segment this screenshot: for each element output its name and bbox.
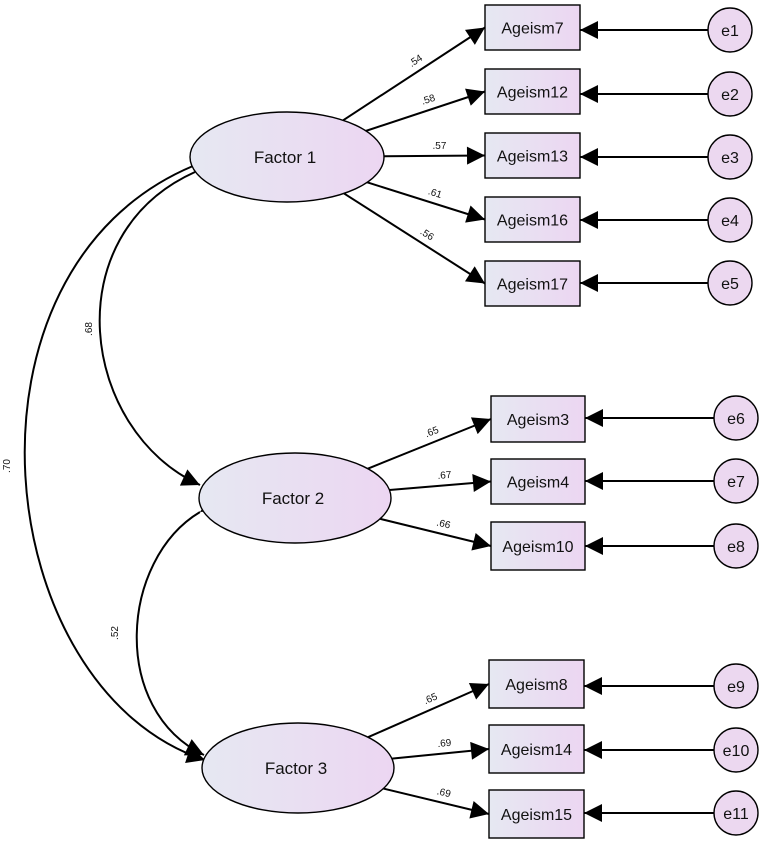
loading-arrow <box>389 474 492 492</box>
loading-label: .69 <box>437 738 452 750</box>
loading-label: .67 <box>437 470 452 482</box>
error-label: e8 <box>727 539 745 556</box>
loading-label: .54 <box>407 53 425 70</box>
error-circle <box>713 395 759 441</box>
indicator-box <box>488 724 585 774</box>
loading-label: .65 <box>423 425 440 441</box>
factor-label: Factor 3 <box>265 759 327 778</box>
loading-arrow <box>391 741 490 760</box>
error-label: e6 <box>727 411 745 428</box>
indicator-box <box>490 521 586 571</box>
factor-label: Factor 1 <box>254 148 316 167</box>
indicator-box <box>484 4 581 51</box>
error-circle <box>707 197 753 243</box>
indicator-label: Ageism17 <box>497 277 568 294</box>
indicator-label: Ageism4 <box>507 475 569 492</box>
indicator-label: Ageism13 <box>497 149 568 166</box>
loading-label: .57 <box>432 141 446 152</box>
indicator-label: Ageism8 <box>505 677 567 694</box>
correlation-arrow-f1-f2 <box>98 156 216 486</box>
loading-arrow <box>383 787 490 819</box>
indicator-box <box>488 789 585 839</box>
loading-label: .65 <box>422 691 440 707</box>
error-label: e3 <box>721 150 739 167</box>
nodes-layer <box>189 4 759 839</box>
error-circle <box>707 71 753 117</box>
loading-label: .58 <box>420 93 437 108</box>
factor-ellipse-f3 <box>201 722 395 814</box>
indicator-label: Ageism14 <box>501 742 572 759</box>
loading-arrow <box>379 517 492 551</box>
loading-arrow <box>343 192 486 285</box>
correlation-label: .70 <box>2 459 13 473</box>
indicator-label: Ageism3 <box>507 412 569 429</box>
error-label: e4 <box>721 213 739 230</box>
factor-ellipse-f2 <box>198 452 392 544</box>
loading-arrow <box>365 88 486 132</box>
indicator-box <box>488 659 585 709</box>
indicator-box <box>490 395 586 443</box>
loading-arrow <box>367 683 490 739</box>
loading-arrow <box>342 26 486 122</box>
loading-label: .56 <box>418 227 436 244</box>
error-circle <box>713 663 759 709</box>
correlation-label: .52 <box>110 626 121 640</box>
error-label: e10 <box>723 743 750 760</box>
error-label: e7 <box>727 474 745 491</box>
indicator-label: Ageism12 <box>497 85 568 102</box>
error-label: e2 <box>721 87 739 104</box>
factor-label: Factor 2 <box>262 489 324 508</box>
factor-ellipse-f1 <box>189 111 385 203</box>
correlation-label: .68 <box>84 322 95 336</box>
correlation-arrow-f1-f3 <box>23 150 214 763</box>
error-label: e9 <box>727 679 745 696</box>
error-circle <box>713 727 759 773</box>
loading-arrow <box>383 146 486 165</box>
edges-layer <box>23 21 714 822</box>
error-circle <box>707 7 753 53</box>
loading-arrow <box>367 417 492 470</box>
indicator-box <box>490 458 586 505</box>
correlation-arrow-f2-f3 <box>135 495 221 756</box>
error-circle <box>707 260 753 306</box>
loading-label: .61 <box>427 186 444 201</box>
indicator-label: Ageism7 <box>501 21 563 38</box>
indicator-label: Ageism15 <box>501 807 572 824</box>
indicator-box <box>484 68 581 115</box>
error-label: e11 <box>723 806 749 823</box>
loading-label: .69 <box>436 786 453 800</box>
loading-arrow <box>366 181 486 223</box>
indicator-box <box>484 260 581 307</box>
error-circle <box>713 458 759 504</box>
error-circle <box>707 134 753 180</box>
indicator-box <box>484 132 581 179</box>
error-circle <box>713 523 759 569</box>
error-circle <box>713 790 759 836</box>
indicator-label: Ageism10 <box>502 539 573 556</box>
indicator-label: Ageism16 <box>497 213 568 230</box>
indicator-box <box>484 196 581 243</box>
loading-label: .66 <box>435 518 452 532</box>
error-label: e5 <box>721 276 739 293</box>
error-label: e1 <box>721 23 739 40</box>
